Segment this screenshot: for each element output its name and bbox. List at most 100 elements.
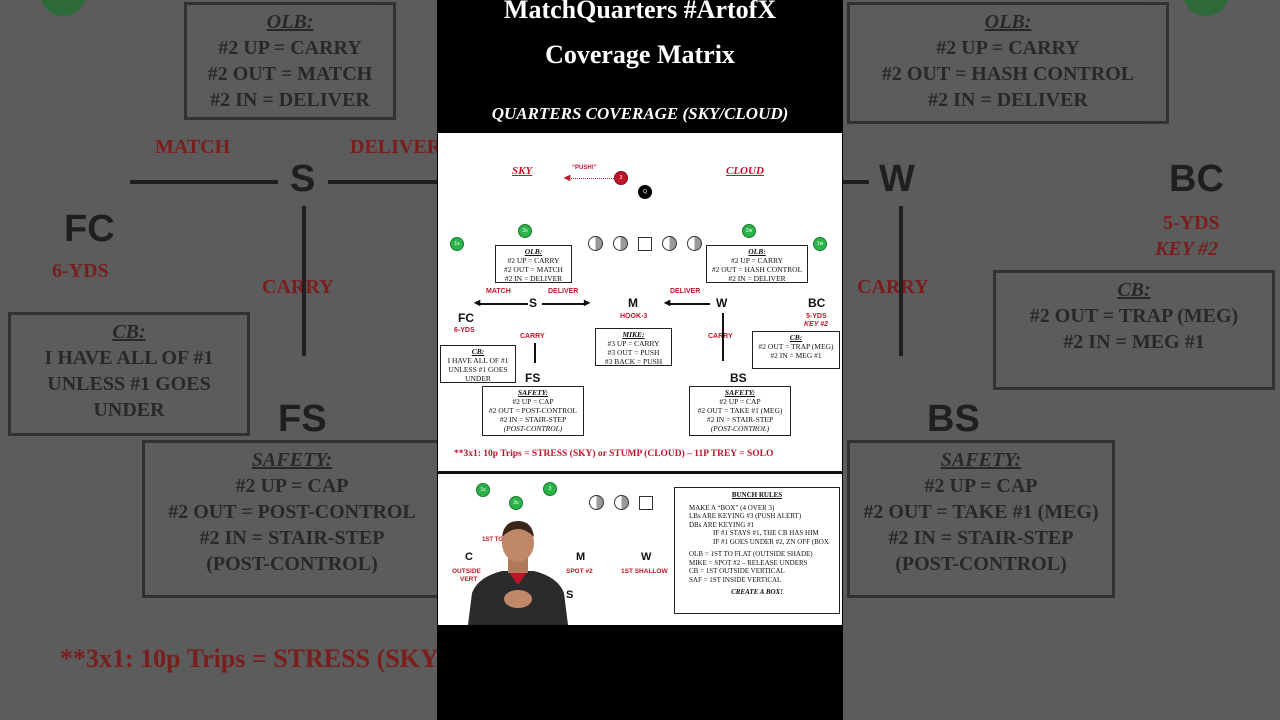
safety-right-box: SAFETY: #2 UP = CAP #2 OUT = TAKE #1 (ME… <box>689 386 791 436</box>
safety-left-line: #2 IN = STAIR-STEP <box>499 415 567 424</box>
bg-bc-label: BC <box>1169 158 1224 200</box>
cb-right-line: #2 OUT = TRAP (MEG) <box>758 342 834 351</box>
bg-bc-key: KEY #2 <box>1155 238 1219 260</box>
section-divider <box>438 471 842 474</box>
bunch-rule: LBs ARE KEYING #3 (PUSH ALERT) <box>689 512 802 520</box>
offensive-lineman <box>589 495 604 510</box>
bg-bc-yds: 5-YDS <box>1163 212 1220 234</box>
push-arrow-head: ◀ <box>564 173 571 182</box>
video-column[interactable]: MatchQuarters #ArtofX Coverage Matrix QU… <box>437 0 843 720</box>
bg-arrow-left <box>843 180 869 184</box>
push-label: “PUSH!” <box>572 165 597 171</box>
bg-cb-box: CB: I HAVE ALL OF #1 UNLESS #1 GOES UNDE… <box>8 312 250 436</box>
bg-cb-title: CB: <box>1117 279 1151 301</box>
bg-olb-title: OLB: <box>984 11 1032 33</box>
bg-carry-line <box>302 206 306 356</box>
bg-safety-line: (POST-CONTROL) <box>206 553 378 575</box>
bg-safety-line: #2 OUT = POST-CONTROL <box>168 501 416 523</box>
mike-line: #3 BACK = PUSH <box>604 357 663 366</box>
bg-cb-line: UNDER <box>93 399 165 421</box>
hook-tag: HOOK-3 <box>620 313 648 320</box>
spot-tag: SPOT #2 <box>566 568 593 575</box>
carry-left-tag: CARRY <box>520 333 545 340</box>
video-title-line-2: Coverage Matrix <box>545 40 735 69</box>
bg-safety-box: SAFETY: #2 UP = CAP #2 OUT = TAKE #1 (ME… <box>847 440 1115 598</box>
bunch-rule: IF #1 STAYS #1, THE CB HAS HIM <box>713 529 819 537</box>
bg-carry-label: CARRY <box>857 276 929 298</box>
bunch-rule: CB = 1ST OUTSIDE VERTICAL <box>689 567 785 575</box>
defender-bs: BS <box>730 371 747 385</box>
bg-safety-line: #2 IN = STAIR-STEP <box>199 527 385 549</box>
bg-footnote: **3x1: 10p Trips = STRESS (SKY) or STUMP… <box>60 644 437 673</box>
bg-safety-title: SAFETY: <box>251 449 333 471</box>
mike-title: MIKE: <box>622 330 645 339</box>
bg-safety-line: #2 IN = STAIR-STEP <box>888 527 1074 549</box>
bg-olb-line: #2 OUT = HASH CONTROL <box>881 63 1135 85</box>
bg-cb-line: #2 IN = MEG #1 <box>1063 331 1205 353</box>
bg-safety-line: (POST-CONTROL) <box>895 553 1067 575</box>
carry-left-line <box>534 343 536 363</box>
bg-carry-label: CARRY <box>262 276 334 298</box>
cb-right-line: #2 IN = MEG #1 <box>770 351 822 360</box>
safety-right-title: SAFETY: <box>724 388 756 397</box>
background-right-blur: OLB: #2 UP = CARRY #2 OUT = HASH CONTROL… <box>843 0 1280 720</box>
bg-olb-box: OLB: #2 UP = CARRY #2 OUT = MATCH #2 IN … <box>184 2 396 120</box>
deliver-right-arrow-head: ◀ <box>664 298 671 307</box>
safety-left-box: SAFETY: #2 UP = CAP #2 OUT = POST-CONTRO… <box>482 386 584 436</box>
safety-left-line: #2 OUT = POST-CONTROL <box>488 406 578 415</box>
olb-left-line: #2 UP = CARRY <box>507 256 560 265</box>
bg-fc-label: FC <box>64 208 115 250</box>
offensive-lineman <box>614 495 629 510</box>
bg-olb-line: #2 IN = DELIVER <box>928 89 1088 111</box>
bg-cb-box: CB: #2 OUT = TRAP (MEG) #2 IN = MEG #1 <box>993 270 1275 390</box>
receiver-2-left: 2s <box>518 224 532 238</box>
olb-left-line: #2 OUT = MATCH <box>504 265 563 274</box>
carry-right-tag: CARRY <box>708 333 733 340</box>
diagram-banner: QUARTERS COVERAGE (SKY/CLOUD) <box>438 95 842 133</box>
cb-right-title: CB: <box>789 333 803 342</box>
bg-receiver-circle <box>1183 0 1229 16</box>
safety-right-line: #2 OUT = TAKE #1 (MEG) <box>697 406 783 415</box>
trips-footnote: **3x1: 10p Trips = STRESS (SKY) or STUMP… <box>454 449 774 459</box>
coverage-diagram: QUARTERS COVERAGE (SKY/CLOUD) SKY CLOUD … <box>438 95 842 625</box>
bunch-rules-closing: CREATE A BOX! <box>731 588 783 596</box>
cloud-label: CLOUD <box>726 165 764 177</box>
mike-line: #3 OUT = PUSH <box>607 348 660 357</box>
olb-right-line: #2 UP = CARRY <box>730 256 784 265</box>
olb-right-box: OLB: #2 UP = CARRY #2 OUT = HASH CONTROL… <box>706 245 808 283</box>
bg-olb-line: #2 IN = DELIVER <box>210 89 370 111</box>
bg-w-label: W <box>879 158 915 200</box>
bunch-rules-title: BUNCH RULES <box>731 491 783 499</box>
match-arrow <box>480 303 528 305</box>
defender-s: S <box>529 296 538 310</box>
deliver-left-tag: DELIVER <box>548 288 579 295</box>
olb-right-line: #2 IN = DELIVER <box>728 274 786 283</box>
bunch-rule: DBs ARE KEYING #1 <box>689 520 755 529</box>
olb-left-title: OLB: <box>524 247 543 256</box>
carry-right-line <box>722 313 724 361</box>
match-tag: MATCH <box>486 288 511 295</box>
defender-fc: FC <box>458 311 474 325</box>
receiver-3-marker: 3 <box>614 171 628 185</box>
center-lineman <box>639 496 653 510</box>
deliver-right-tag: DELIVER <box>670 288 701 295</box>
bunch-receiver-3: 3 <box>543 482 557 496</box>
video-title-line-1: MatchQuarters #ArtofX <box>503 0 777 24</box>
defender-m: M <box>628 296 638 310</box>
presenter-image <box>468 521 568 625</box>
outside-tag: OUTSIDE <box>452 568 481 575</box>
bg-arrow-right <box>328 180 437 184</box>
bunch-defender-w: W <box>641 551 652 563</box>
cb-left-line: UNDER <box>465 374 491 383</box>
cb-left-title: CB: <box>471 347 485 356</box>
defender-fs: FS <box>525 371 541 385</box>
qb-marker: Q <box>638 185 652 199</box>
deliver-right-arrow <box>670 303 710 305</box>
receiver-1-left: 1s <box>450 237 464 251</box>
cb-right-box: CB: #2 OUT = TRAP (MEG) #2 IN = MEG #1 <box>752 331 840 369</box>
bg-olb-line: #2 OUT = MATCH <box>207 63 373 85</box>
bg-match-label: MATCH <box>155 136 231 158</box>
bunch-rule: SAF = 1ST INSIDE VERTICAL <box>689 575 782 584</box>
background-left-blur: OLB: #2 UP = CARRY #2 OUT = MATCH #2 IN … <box>0 0 437 720</box>
bg-safety-line: #2 UP = CAP <box>924 475 1038 497</box>
